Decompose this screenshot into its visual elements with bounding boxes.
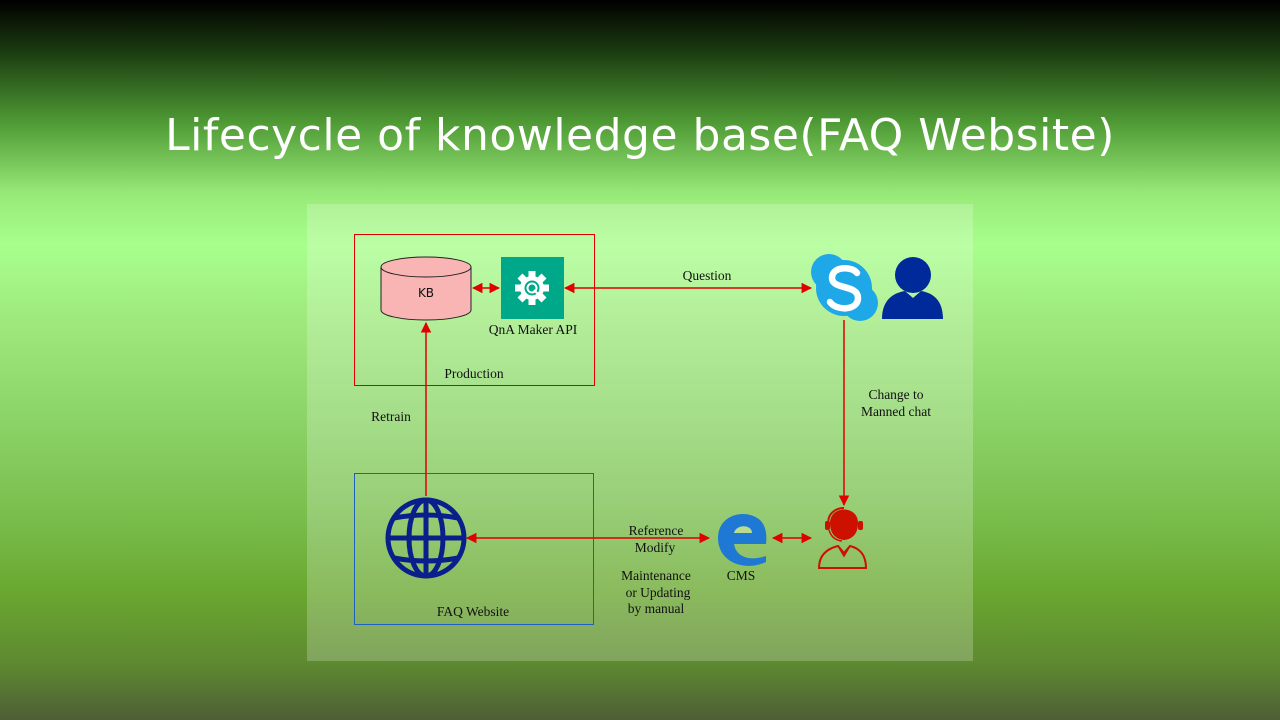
user-icon xyxy=(882,257,943,319)
change-to-label-line1: Change to xyxy=(868,387,924,402)
question-label: Question xyxy=(682,268,732,283)
globe-icon xyxy=(385,497,467,579)
kb-label: KB xyxy=(417,286,435,300)
kb-database-icon xyxy=(380,256,472,321)
change-to-label-line2: Manned chat xyxy=(860,404,932,419)
modify-label: Modify xyxy=(634,540,676,555)
production-box xyxy=(354,234,595,386)
faq-website-box xyxy=(354,473,594,625)
gear-icon xyxy=(501,257,564,319)
maintenance-label-line3: by manual xyxy=(627,601,685,616)
edge-browser-icon xyxy=(718,514,767,566)
faq-website-label: FAQ Website xyxy=(436,604,510,619)
qna-maker-label: QnA Maker API xyxy=(488,322,578,337)
maintenance-label-line2: or Updating xyxy=(625,585,691,600)
cms-label: CMS xyxy=(726,568,756,583)
skype-icon xyxy=(811,254,878,321)
page-title: Lifecycle of knowledge base(FAQ Website) xyxy=(165,110,1115,161)
maintenance-label-line1: Maintenance xyxy=(621,568,691,583)
retrain-label: Retrain xyxy=(371,409,411,424)
reference-label: Reference xyxy=(628,523,684,538)
production-label: Production xyxy=(444,366,504,381)
operator-headset-icon xyxy=(817,507,868,569)
